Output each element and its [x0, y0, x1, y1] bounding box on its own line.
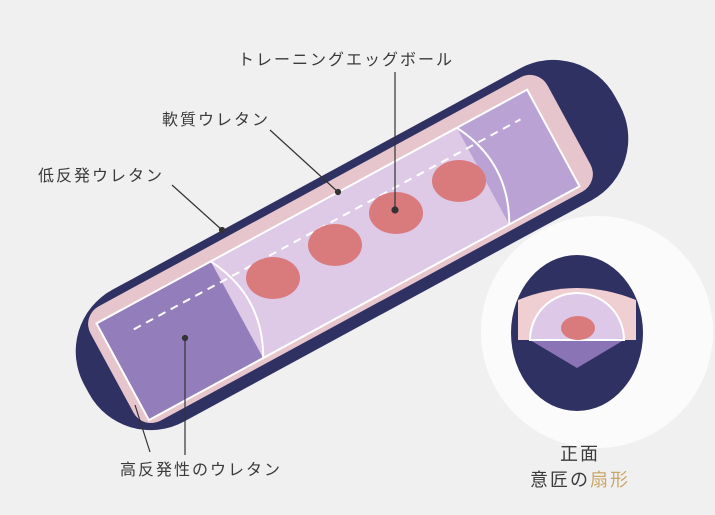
- front-subtitle: 意匠の扇形: [500, 466, 660, 492]
- label-egg-ball: トレーニングエッグボール: [238, 50, 455, 69]
- front-view-inset: [481, 216, 713, 448]
- subtitle-prefix: 意匠の: [530, 470, 590, 491]
- label-low-rebound: 低反発ウレタン: [38, 166, 165, 185]
- label-high-rebound: 高反発性のウレタン: [120, 460, 283, 479]
- subtitle-highlight: 扇形: [590, 470, 630, 491]
- label-soft-urethane: 軟質ウレタン: [162, 110, 271, 129]
- front-title: 正面: [560, 444, 600, 465]
- leader-lines: [134, 72, 399, 455]
